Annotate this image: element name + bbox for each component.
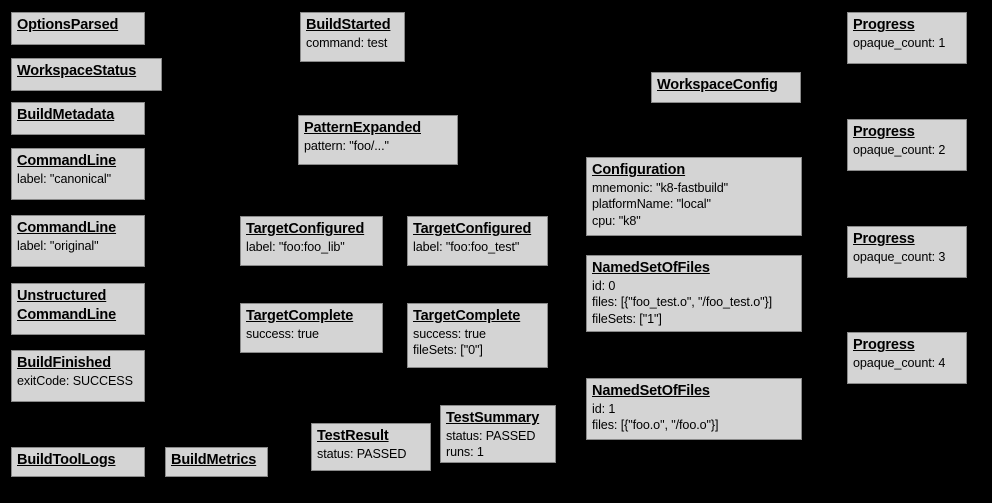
event-node-field: label: "foo:foo_lib" — [246, 239, 345, 254]
event-node-test-result[interactable]: TestResult status: PASSED — [311, 423, 431, 471]
event-node-title: TargetConfigured — [246, 221, 365, 237]
event-node-title: BuildMetrics — [171, 452, 257, 468]
event-node-title: BuildFinished — [17, 355, 111, 371]
event-node-title: BuildStarted — [306, 17, 391, 33]
event-node-title: BuildMetadata — [17, 107, 115, 123]
event-node-title: NamedSetOfFiles — [592, 260, 710, 276]
event-node-named-set-of-files-1[interactable]: NamedSetOfFiles id: 1 files: [{"foo.o", "/… — [586, 378, 802, 440]
event-node-field: exitCode: SUCCESS — [17, 373, 133, 388]
event-node-progress-3[interactable]: Progress opaque_count: 3 — [847, 226, 967, 278]
event-node-field: id: 0 — [592, 278, 616, 293]
event-node-unstructured-command-line[interactable]: Unstructured CommandLine — [11, 283, 145, 335]
event-node-title: CommandLine — [17, 153, 117, 169]
event-node-field: label: "original" — [17, 238, 99, 253]
event-node-progress-1[interactable]: Progress opaque_count: 1 — [847, 12, 967, 64]
event-node-target-complete-foo-lib[interactable]: TargetComplete success: true — [240, 303, 383, 353]
event-node-field: opaque_count: 3 — [853, 249, 946, 264]
event-node-field: opaque_count: 1 — [853, 35, 946, 50]
event-node-field: opaque_count: 4 — [853, 355, 946, 370]
event-node-title: NamedSetOfFiles — [592, 383, 710, 399]
event-node-build-tool-logs[interactable]: BuildToolLogs — [11, 447, 145, 477]
event-node-field: fileSets: ["1"] — [592, 311, 662, 326]
event-node-title: Progress — [853, 231, 915, 247]
event-node-title: Progress — [853, 124, 915, 140]
event-node-title: TargetComplete — [413, 308, 521, 324]
event-node-field: status: PASSED — [317, 446, 407, 461]
event-node-title: TargetComplete — [246, 308, 354, 324]
event-node-progress-4[interactable]: Progress opaque_count: 4 — [847, 332, 967, 384]
event-node-field: pattern: "foo/..." — [304, 138, 389, 153]
event-node-title: Configuration — [592, 162, 686, 178]
event-node-progress-2[interactable]: Progress opaque_count: 2 — [847, 119, 967, 171]
event-node-field: status: PASSED — [446, 428, 536, 443]
event-node-target-complete-foo-test[interactable]: TargetComplete success: true fileSets: ["0… — [407, 303, 548, 368]
event-node-field: opaque_count: 2 — [853, 142, 946, 157]
event-node-target-configured-foo-test[interactable]: TargetConfigured label: "foo:foo_test" — [407, 216, 548, 266]
event-node-title: Progress — [853, 337, 915, 353]
event-node-title: WorkspaceConfig — [657, 77, 778, 93]
event-node-target-configured-foo-lib[interactable]: TargetConfigured label: "foo:foo_lib" — [240, 216, 383, 266]
event-node-pattern-expanded[interactable]: PatternExpanded pattern: "foo/..." — [298, 115, 458, 165]
event-node-field: runs: 1 — [446, 445, 484, 460]
event-node-title: TestSummary — [446, 410, 540, 426]
event-node-command-line-original[interactable]: CommandLine label: "original" — [11, 215, 145, 267]
event-node-title: CommandLine — [17, 220, 117, 236]
event-node-field: mnemonic: "k8-fastbuild" — [592, 180, 729, 195]
event-node-field: success: true — [413, 326, 486, 341]
event-node-workspace-status[interactable]: WorkspaceStatus — [11, 58, 162, 91]
event-node-title: TestResult — [317, 428, 389, 444]
event-node-field: success: true — [246, 326, 319, 341]
event-node-title: PatternExpanded — [304, 120, 421, 136]
event-node-field: cpu: "k8" — [592, 213, 641, 228]
event-node-options-parsed[interactable]: OptionsParsed — [11, 12, 145, 45]
event-node-field: label: "foo:foo_test" — [413, 239, 520, 254]
event-node-field: label: "canonical" — [17, 171, 111, 186]
event-node-field: platformName: "local" — [592, 197, 711, 212]
event-node-title: BuildToolLogs — [17, 452, 116, 468]
event-node-title: OptionsParsed — [17, 17, 119, 33]
event-node-field: files: [{"foo_test.o", "/foo_test.o"}] — [592, 295, 773, 310]
event-node-title: TargetConfigured — [413, 221, 532, 237]
event-node-test-summary[interactable]: TestSummary status: PASSED runs: 1 — [440, 405, 556, 463]
event-node-title: WorkspaceStatus — [17, 63, 137, 79]
event-node-field: id: 1 — [592, 401, 616, 416]
event-node-command-line-canonical[interactable]: CommandLine label: "canonical" — [11, 148, 145, 200]
event-node-field: fileSets: ["0"] — [413, 343, 483, 358]
event-node-build-started[interactable]: BuildStarted command: test — [300, 12, 405, 62]
event-node-configuration[interactable]: Configuration mnemonic: "k8-fastbuild" pla… — [586, 157, 802, 236]
event-node-field: command: test — [306, 35, 388, 50]
event-node-field: files: [{"foo.o", "/foo.o"}] — [592, 418, 719, 433]
event-node-build-metrics[interactable]: BuildMetrics — [165, 447, 268, 477]
event-node-title: Unstructured CommandLine — [17, 288, 117, 323]
event-node-title: Progress — [853, 17, 915, 33]
event-node-workspace-config[interactable]: WorkspaceConfig — [651, 72, 801, 103]
event-node-build-metadata[interactable]: BuildMetadata — [11, 102, 145, 135]
event-node-build-finished[interactable]: BuildFinished exitCode: SUCCESS — [11, 350, 145, 402]
event-node-named-set-of-files-0[interactable]: NamedSetOfFiles id: 0 files: [{"foo_test.o… — [586, 255, 802, 332]
